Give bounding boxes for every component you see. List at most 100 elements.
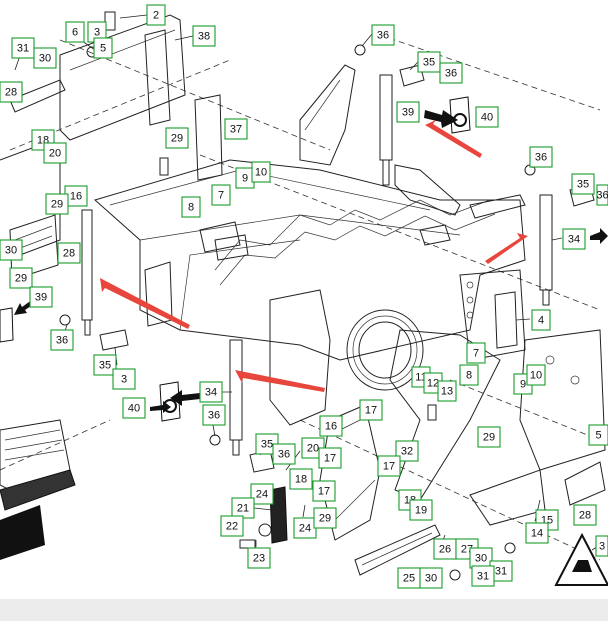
callout-number: 35	[261, 439, 273, 451]
callout-number: 24	[256, 489, 268, 501]
callout-number: 20	[307, 443, 319, 455]
callout-box	[224, 118, 248, 140]
callout-number: 14	[531, 528, 543, 540]
callout-34: 34	[562, 228, 586, 250]
callout-3: 3	[595, 535, 608, 557]
callout-7: 7	[466, 342, 486, 364]
callout-39: 39	[396, 101, 420, 123]
red-arrow-left	[100, 278, 190, 329]
callout-17: 17	[318, 447, 342, 469]
callout-box	[9, 267, 33, 289]
callout-box	[43, 142, 67, 164]
callout-30: 30	[0, 239, 23, 261]
callout-number: 31	[17, 43, 29, 55]
callout-number: 40	[128, 403, 140, 415]
callout-36: 36	[371, 24, 395, 46]
callout-number: 29	[319, 513, 331, 525]
callout-number: 2	[153, 10, 159, 22]
callout-box	[419, 567, 443, 589]
red-arrow-right-cylinder	[485, 233, 528, 264]
callout-number: 20	[49, 148, 61, 160]
callout-number: 9	[242, 173, 248, 185]
callout-29: 29	[45, 193, 69, 215]
callout-9: 9	[235, 167, 255, 189]
callout-number: 5	[100, 43, 106, 55]
black-arrow-39-top	[424, 110, 458, 128]
callout-number: 19	[415, 505, 427, 517]
callout-number: 10	[530, 370, 542, 382]
arrows	[14, 110, 608, 413]
callout-number: 13	[441, 386, 453, 398]
callout-40: 40	[122, 397, 146, 419]
callout-box	[247, 547, 271, 569]
callout-20: 20	[43, 142, 67, 164]
callout-number: 7	[218, 190, 224, 202]
bottom-strip	[0, 599, 608, 621]
callout-box	[211, 184, 231, 206]
callout-34: 34	[199, 381, 223, 403]
callout-number: 28	[63, 248, 75, 260]
callout-number: 31	[477, 571, 489, 583]
callout-35: 35	[93, 354, 117, 376]
callout-number: 36	[56, 335, 68, 347]
callout-box	[377, 455, 401, 477]
callout-17: 17	[312, 480, 336, 502]
callout-31: 31	[471, 565, 495, 587]
callout-number: 30	[5, 245, 17, 257]
callout-14: 14	[525, 522, 549, 544]
callout-box	[199, 381, 223, 403]
callout-box	[439, 62, 463, 84]
callout-number: 29	[15, 273, 27, 285]
callout-number: 17	[365, 405, 377, 417]
callout-box	[45, 193, 69, 215]
callout-box	[50, 329, 74, 351]
callout-29: 29	[165, 127, 189, 149]
callout-30: 30	[419, 567, 443, 589]
callout-10: 10	[526, 364, 546, 386]
callout-number: 23	[253, 553, 265, 565]
callout-box	[396, 101, 420, 123]
callout-28: 28	[573, 504, 597, 526]
callout-box	[251, 161, 271, 183]
callout-16: 16	[319, 415, 343, 437]
callout-box	[395, 440, 419, 462]
callout-number: 34	[205, 387, 217, 399]
callout-number: 17	[383, 461, 395, 473]
callout-box	[571, 173, 595, 195]
callout-36: 36	[529, 146, 553, 168]
callout-number: 17	[324, 453, 336, 465]
callout-number: 16	[325, 421, 337, 433]
decal-plate-upper-right	[449, 96, 471, 134]
callout-40: 40	[475, 106, 499, 128]
callout-29: 29	[313, 507, 337, 529]
callout-box	[122, 397, 146, 419]
callout-box	[318, 447, 342, 469]
callout-box	[272, 443, 296, 465]
callout-number: 39	[35, 292, 47, 304]
black-arrow-34-right	[590, 228, 608, 244]
callout-18: 18	[289, 468, 313, 490]
callout-29: 29	[477, 426, 501, 448]
callout-30: 30	[469, 547, 493, 569]
warning-triangle-icon	[554, 532, 608, 586]
callout-number: 7	[473, 348, 479, 360]
callout-31: 31	[489, 560, 513, 582]
diagram-canvas: 2356313038281820293716293028299107839363…	[0, 4, 608, 589]
callout-box	[471, 565, 495, 587]
machine-thumbnail	[0, 419, 76, 560]
callout-number: 8	[188, 202, 194, 214]
callout-36: 36	[202, 404, 226, 426]
callout-37: 37	[224, 118, 248, 140]
callout-box	[596, 184, 608, 206]
callout-box	[192, 25, 216, 47]
callout-29: 29	[9, 267, 33, 289]
callout-number: 16	[70, 191, 82, 203]
callout-box	[93, 354, 117, 376]
callout-box	[0, 239, 23, 261]
callout-24: 24	[250, 483, 274, 505]
callout-number: 35	[99, 360, 111, 372]
callout-3: 3	[112, 368, 136, 390]
callout-number: 3	[94, 27, 100, 39]
callout-box	[312, 480, 336, 502]
callout-box	[526, 364, 546, 386]
